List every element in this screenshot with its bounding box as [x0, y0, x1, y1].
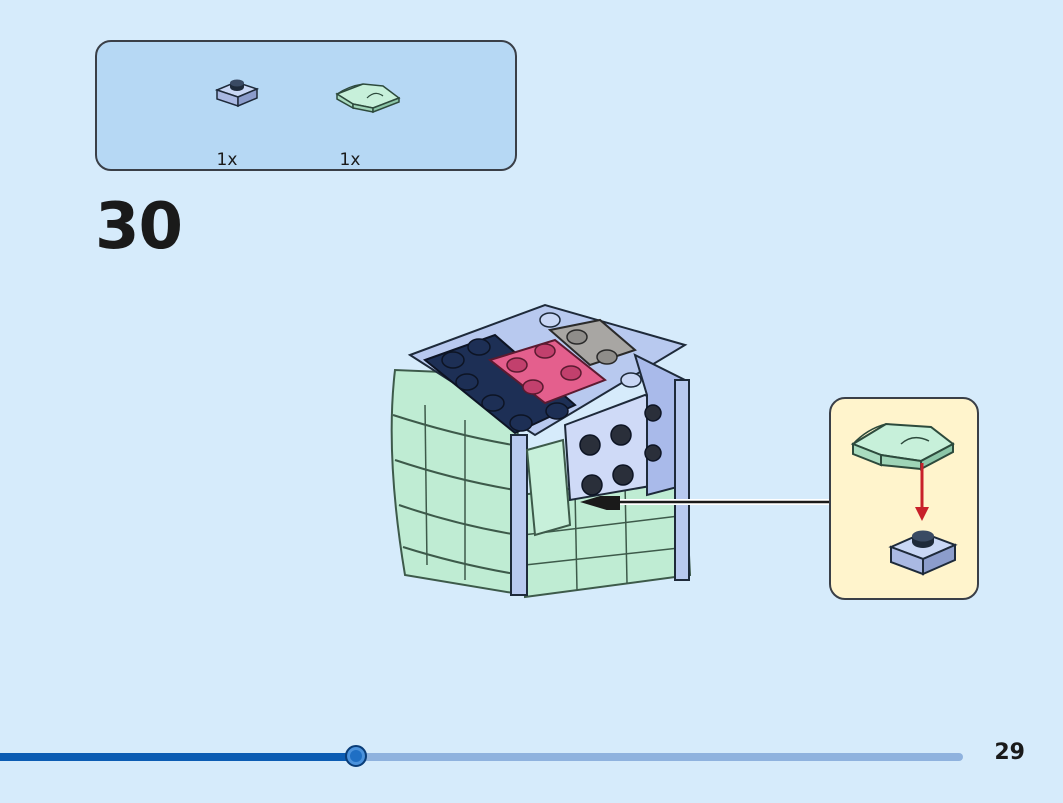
step-number: 30	[95, 190, 183, 264]
callout-pointer-arrow	[580, 496, 830, 510]
parts-list-item: 1x	[212, 74, 292, 170]
callout-assembly-diagram	[850, 422, 958, 576]
part-quantity: 1x	[216, 150, 238, 170]
parts-list-panel: 1x 1x	[95, 40, 517, 171]
parts-list-item: 1x	[333, 74, 413, 170]
plate-1x1-icon	[214, 79, 260, 108]
curved-slope-icon	[335, 83, 401, 114]
progress-bar-track	[0, 753, 963, 761]
progress-bar-fill	[0, 753, 356, 761]
assembly-callout-panel	[829, 397, 979, 600]
build-model-illustration	[390, 303, 692, 599]
page-number: 29	[994, 740, 1025, 765]
progress-bar-handle[interactable]	[345, 745, 367, 767]
part-quantity: 1x	[339, 150, 361, 170]
